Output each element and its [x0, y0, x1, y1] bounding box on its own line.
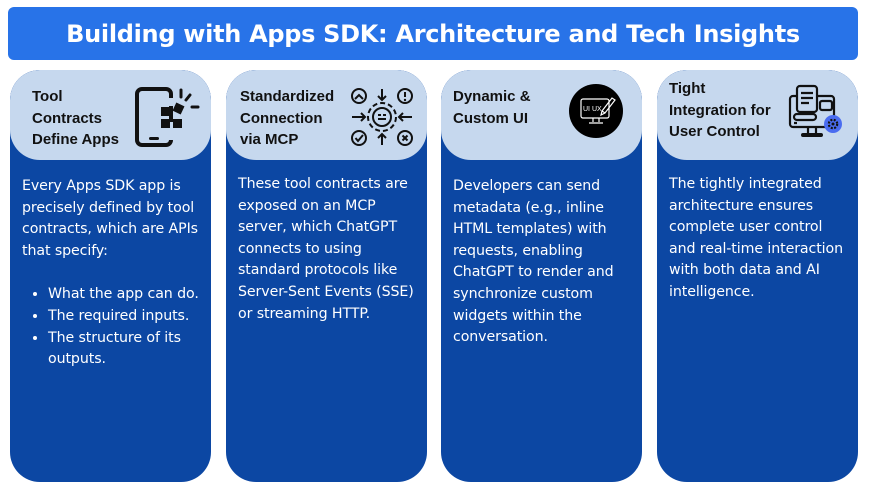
gear-connection-icon [351, 88, 413, 146]
card-title-line: Contracts [32, 109, 103, 127]
card-description: The tightly integrated architecture ensu… [669, 176, 843, 300]
card-title-line: User Control [669, 123, 760, 140]
card-title: Dynamic & Custom UI [453, 86, 531, 129]
card-tool-contracts: Tool Contracts Define Apps Every Apps SD… [10, 70, 211, 482]
card-description: Developers can send metadata (e.g., inli… [453, 178, 614, 346]
card-title-line: Standardized [240, 88, 335, 105]
bullet-item: The required inputs. [48, 306, 199, 328]
card-description: Every Apps SDK app is precisely defined … [22, 178, 198, 259]
card-mcp-connection: Standardized Connection via MCP [226, 70, 427, 482]
card-title-line: Tool [32, 88, 63, 105]
card-description: These tool contracts are exposed on an M… [238, 176, 414, 322]
card-body: These tool contracts are exposed on an M… [238, 174, 415, 325]
card-title-line: Connection [240, 109, 323, 127]
card-bullet-list: What the app can do. The required inputs… [22, 284, 199, 370]
bullet-item: The structure of its outputs. [48, 328, 199, 371]
card-tight-integration: Tight Integration for User Control The t… [657, 70, 858, 482]
card-title-line: via MCP [240, 131, 299, 148]
card-title: Standardized Connection via MCP [240, 86, 334, 151]
ui-ux-label: UI UX [583, 106, 602, 113]
card-body: Every Apps SDK app is precisely defined … [22, 176, 199, 371]
card-body: Developers can send metadata (e.g., inli… [453, 176, 630, 349]
bullet-item: What the app can do. [48, 284, 199, 306]
title-banner: Building with Apps SDK: Architecture and… [8, 7, 858, 60]
card-title: Tight Integration for User Control [669, 78, 771, 143]
card-header: Tight Integration for User Control [657, 70, 858, 160]
card-title-line: Dynamic & [453, 88, 531, 105]
card-title-line: Define Apps [32, 131, 119, 148]
card-title-line: Tight [669, 80, 706, 97]
card-header: Tool Contracts Define Apps [10, 70, 211, 160]
ui-ux-monitor-icon: UI UX [569, 84, 623, 138]
card-header: Standardized Connection via MCP [226, 70, 427, 160]
card-title-line: Integration for [669, 101, 771, 119]
card-dynamic-ui: Dynamic & Custom UI UI UX Developers can… [441, 70, 642, 482]
card-header: Dynamic & Custom UI UI UX [441, 70, 642, 160]
card-title: Tool Contracts Define Apps [32, 86, 119, 151]
card-title-line: Custom UI [453, 109, 528, 127]
monitor-settings-icon [788, 84, 842, 137]
page-title: Building with Apps SDK: Architecture and… [66, 19, 800, 48]
mobile-app-grid-icon [135, 87, 200, 147]
card-body: The tightly integrated architecture ensu… [669, 174, 846, 304]
